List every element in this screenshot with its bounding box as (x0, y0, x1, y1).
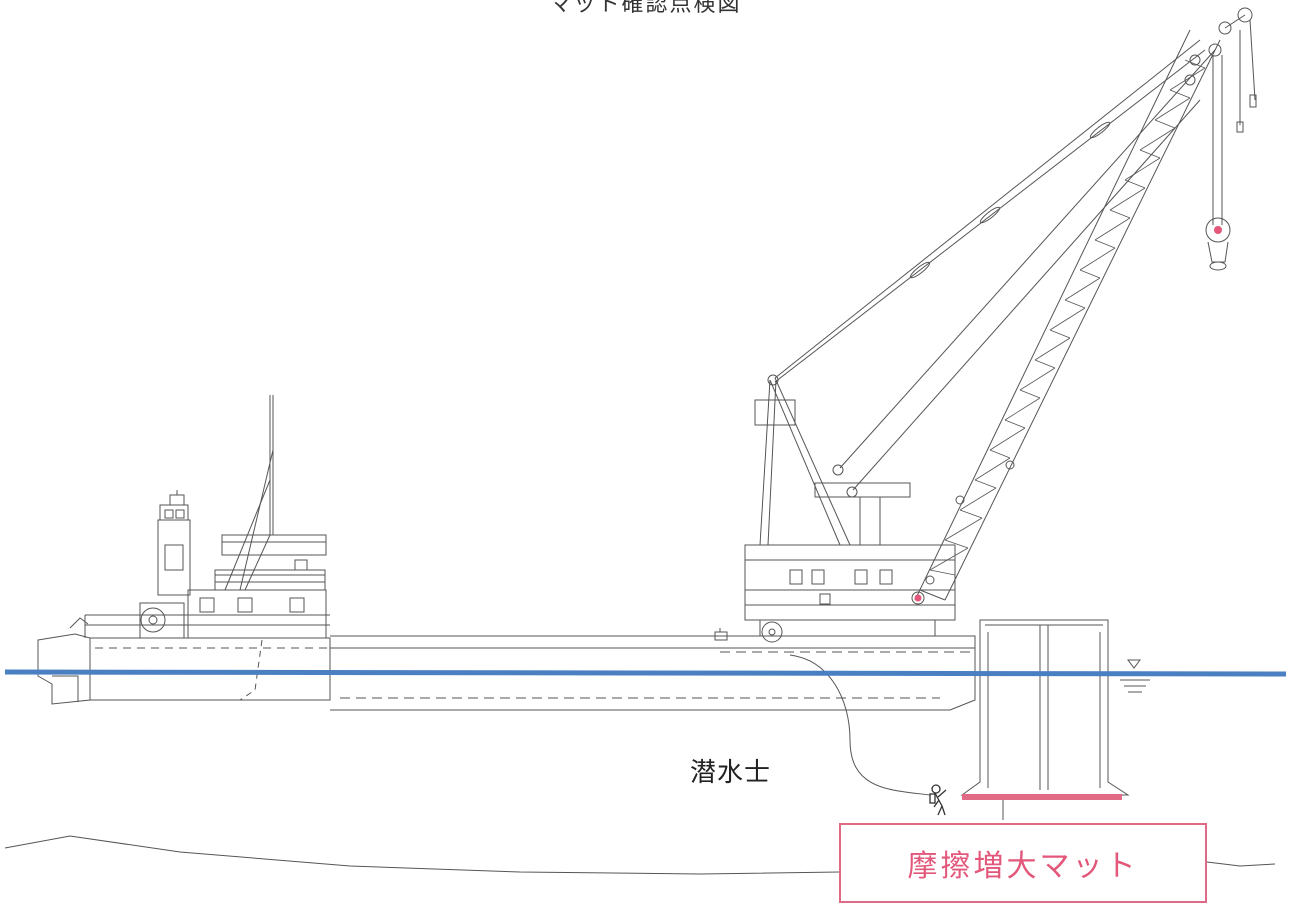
caisson (960, 619, 1130, 820)
mat-label: 摩擦増大マット (907, 849, 1139, 884)
seabed-line (4, 835, 1276, 875)
diver-label: 潜水士 (690, 758, 772, 788)
water-level-triangle-icon (1120, 659, 1150, 693)
tug-boat (37, 395, 331, 705)
diagram-title: マット確認点検図 (549, 0, 742, 17)
crane-barge (330, 628, 976, 711)
water-surface-line (4, 669, 1287, 677)
diver-icon (929, 784, 947, 816)
crane (744, 7, 1257, 643)
hook-marker (1214, 226, 1222, 234)
mat-callout-box: 摩擦増大マット (839, 823, 1207, 903)
diver-hose (789, 654, 931, 796)
friction-mat (962, 794, 1122, 800)
boom-foot-marker (914, 594, 922, 602)
